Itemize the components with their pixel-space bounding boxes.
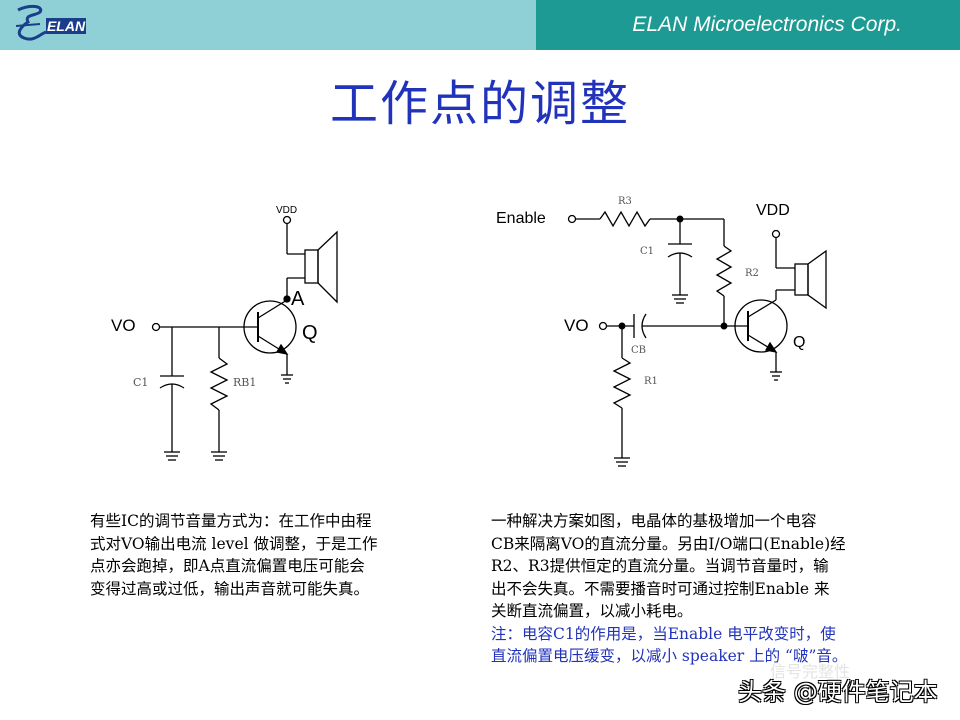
left-text-line: 有些IC的调节音量方式为：在工作中由程 <box>90 512 372 530</box>
header-bar-left <box>0 0 536 50</box>
right-text-line: 一种解决方案如图，电晶体的基极增加一个电容 <box>491 512 817 530</box>
r1-label: R1 <box>644 376 658 387</box>
company-name: ELAN Microelectronics Corp. <box>632 13 902 36</box>
right-vdd-label: VDD <box>756 202 790 219</box>
left-q-label: Q <box>302 322 318 344</box>
right-vo-label: VO <box>564 316 589 335</box>
node-a-label: A <box>291 288 305 310</box>
page-title: 工作点的调整 <box>329 76 630 132</box>
right-text-line: 关断直流偏置，以减小耗电。 <box>491 602 693 620</box>
enable-label: Enable <box>496 210 546 227</box>
cb-label: CB <box>631 345 646 356</box>
left-description: 有些IC的调节音量方式为：在工作中由程 式对VO输出电流 level 做调整，于… <box>90 510 378 600</box>
right-c1-label: C1 <box>640 246 654 257</box>
left-c1-label: C1 <box>133 376 148 389</box>
left-vo-label: VO <box>111 316 136 335</box>
r3-label: R3 <box>618 196 632 207</box>
left-vdd-label: VDD <box>276 205 297 216</box>
right-text-line: 出不会失真。不需要播音时可通过控制Enable 来 <box>491 579 830 598</box>
r2-label: R2 <box>745 268 759 279</box>
note-text-line: 注：电容C1的作用是，当Enable 电平改变时，使 <box>491 624 836 643</box>
watermark: 头条 @硬件笔记本 <box>738 678 938 706</box>
note-text-line: 直流偏置电压缓变，以减小 speaker 上的 “啵”音。 <box>491 647 848 665</box>
logo-text: ELAN <box>47 18 86 34</box>
elan-logo: ELAN <box>10 4 90 50</box>
left-text-line: 变得过高或过低，输出声音就可能失真。 <box>90 579 370 598</box>
right-q-label: Q <box>793 334 805 351</box>
left-text-line: 式对VO输出电流 level 做调整，于是工作 <box>90 534 378 553</box>
right-text-line: CB来隔离VO的直流分量。另由I/O端口(Enable)经 <box>491 534 846 553</box>
header-bar-right <box>536 0 960 50</box>
right-text-line: R2、R3提供恒定的直流分量。当调节音量时，输 <box>491 557 829 575</box>
left-rb1-label: RB1 <box>233 376 256 389</box>
watermark-sub: 信号完整性 <box>770 662 851 681</box>
right-description: 一种解决方案如图，电晶体的基极增加一个电容 CB来隔离VO的直流分量。另由I/O… <box>491 510 847 668</box>
left-text-line: 点亦会跑掉，即A点直流偏置电压可能会 <box>90 557 365 575</box>
